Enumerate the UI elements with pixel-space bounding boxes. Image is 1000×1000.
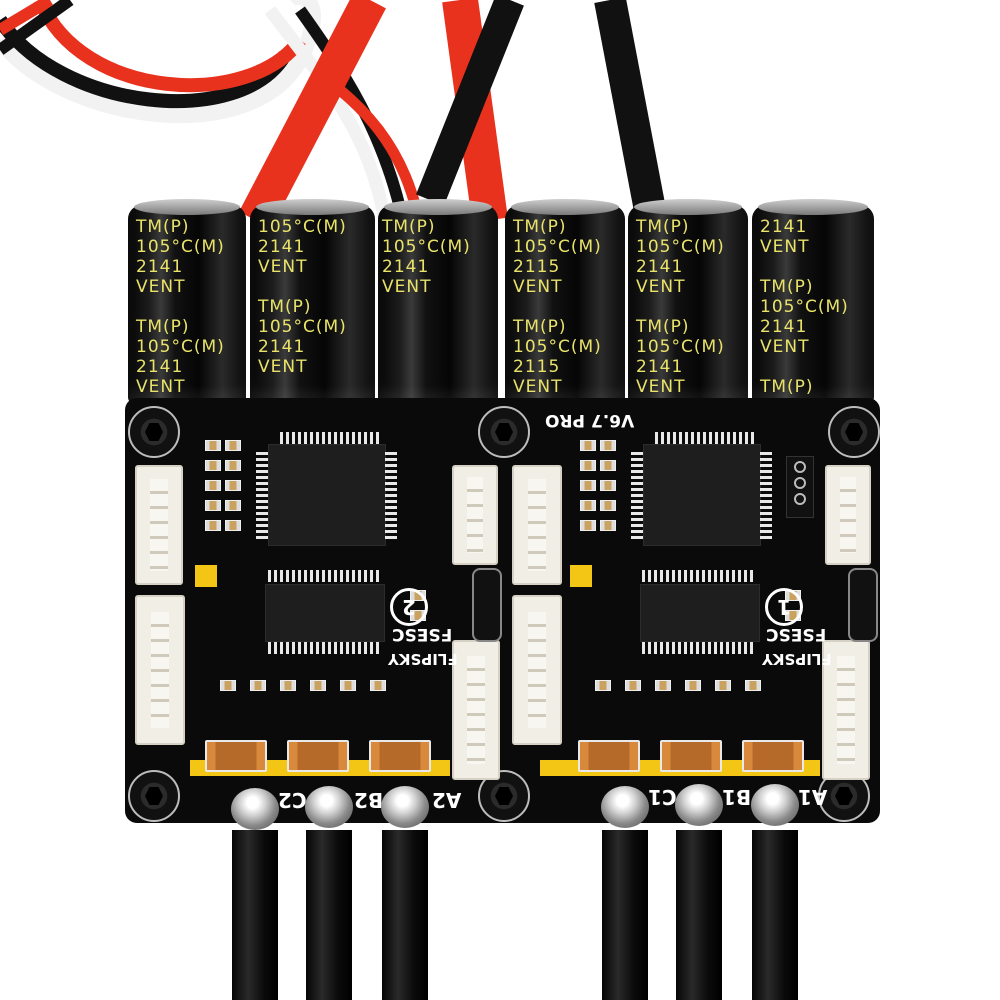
phase-label: C1 — [648, 785, 677, 809]
phase-label: C2 — [278, 788, 307, 812]
mcu-chip — [643, 444, 761, 546]
version-label: V6.7 PRO — [545, 410, 635, 430]
shunt-resistor — [287, 740, 349, 772]
capacitor-label: 105°C(M) 2141 VENT TM(P) 105°C(M) 2141 V… — [258, 217, 347, 417]
phase-label: A1 — [798, 785, 828, 809]
shunt-resistor — [578, 740, 640, 772]
jst-connector — [512, 595, 562, 745]
signal-wire-white — [0, 0, 321, 123]
capacitor: 2141 VENT TM(P) 105°C(M) 2141 VENT TM(P)… — [752, 199, 874, 417]
gold-pad — [570, 565, 592, 587]
capacitor-label: 2141 VENT TM(P) 105°C(M) 2141 VENT TM(P)… — [760, 217, 849, 417]
jst-connector — [452, 640, 500, 780]
gold-pad — [195, 565, 217, 587]
capacitor: TM(P) 105°C(M) 2141 VENT TM(P) 105°C(M) … — [628, 199, 748, 405]
usb-port — [472, 568, 502, 642]
power-wire-red — [239, 0, 386, 229]
solder-joint — [381, 786, 429, 828]
screw-icon — [128, 770, 180, 822]
solder-joint — [675, 784, 723, 826]
power-wire-black — [416, 0, 524, 206]
shunt-resistor — [742, 740, 804, 772]
solder-joint — [231, 788, 279, 830]
power-wire-black — [594, 0, 666, 213]
phase-wire — [306, 830, 352, 1000]
brand-label: FLIPSKY — [762, 650, 832, 668]
model-label: FSESC — [392, 624, 453, 644]
capacitor-label: TM(P) 105°C(M) 2115 VENT TM(P) 105°C(M) … — [513, 217, 602, 397]
jst-connector — [135, 465, 183, 585]
jst-connector — [512, 465, 562, 585]
phase-wire — [752, 830, 798, 1000]
phase-wire — [382, 830, 428, 1000]
test-header — [786, 456, 814, 518]
phase-label: B2 — [354, 788, 384, 812]
capacitor-label: TM(P) 105°C(M) 2141 VENT TM(P) 105°C(M) … — [636, 217, 725, 397]
jst-connector — [135, 595, 185, 745]
shunt-resistor — [205, 740, 267, 772]
jst-connector — [452, 465, 498, 565]
driver-chip — [640, 584, 760, 642]
driver-chip — [265, 584, 385, 642]
shunt-resistor — [369, 740, 431, 772]
phase-wire — [676, 830, 722, 1000]
capacitor: 105°C(M) 2141 VENT TM(P) 105°C(M) 2141 V… — [250, 199, 375, 417]
channel-badge: 2 — [390, 588, 428, 626]
capacitor: TM(P) 105°C(M) 2141 VENT TM(P) 105°C(M) … — [128, 199, 246, 405]
model-label: FSESC — [766, 624, 827, 644]
phase-wire — [232, 830, 278, 1000]
solder-joint — [305, 786, 353, 828]
screw-icon — [478, 406, 530, 458]
jst-connector — [825, 465, 871, 565]
screw-icon — [828, 406, 880, 458]
capacitor-label: TM(P) 105°C(M) 2141 VENT TM(P) 105°C(M) … — [136, 217, 225, 397]
shunt-resistor — [660, 740, 722, 772]
phase-wire — [602, 830, 648, 1000]
capacitor: TM(P) 105°C(M) 2141 VENT — [378, 199, 498, 405]
usb-port — [848, 568, 878, 642]
screw-icon — [128, 406, 180, 458]
brand-label: FLIPSKY — [388, 650, 458, 668]
channel-badge: 1 — [765, 588, 803, 626]
capacitor-label: TM(P) 105°C(M) 2141 VENT — [382, 217, 471, 297]
mcu-chip — [268, 444, 386, 546]
jst-connector — [822, 640, 870, 780]
solder-joint — [601, 786, 649, 828]
solder-joint — [751, 784, 799, 826]
phase-label: B1 — [722, 785, 752, 809]
phase-label: A2 — [432, 788, 462, 812]
capacitor: TM(P) 105°C(M) 2115 VENT TM(P) 105°C(M) … — [505, 199, 625, 405]
